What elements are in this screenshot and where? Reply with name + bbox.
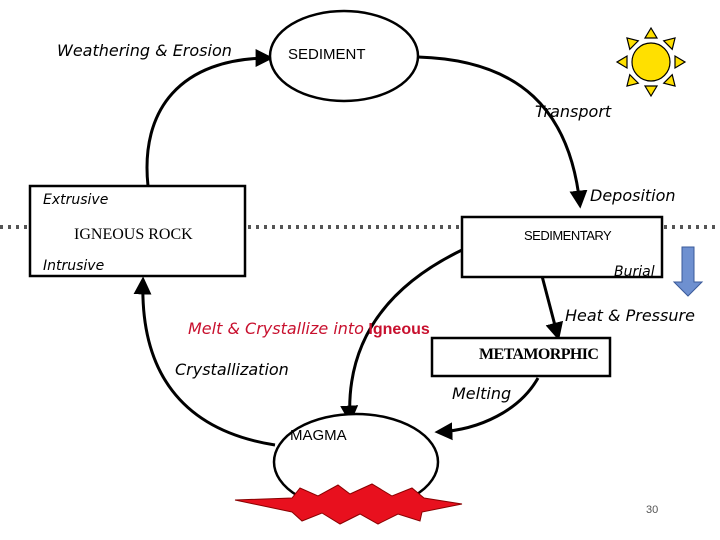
sun-icon: [615, 26, 687, 98]
sediment-node: [268, 9, 420, 103]
magma-label: MAGMA: [290, 427, 347, 444]
transport-label: Transport: [535, 102, 612, 121]
heat-pressure-label: Heat & Pressure: [565, 306, 695, 325]
fire-starburst-icon: [234, 483, 463, 525]
arrow-melting: [434, 377, 540, 441]
sediment-label: SEDIMENT: [288, 46, 366, 63]
melt-crystallize-label: Melt & Crystallize into Igneous: [188, 319, 430, 339]
crystallization-label: Crystallization: [175, 360, 289, 379]
melt-crystallize-text: Melt & Crystallize into: [188, 319, 364, 338]
deposition-label: Deposition: [590, 186, 676, 205]
arrow-crystallization: [133, 276, 276, 447]
sedimentary-label: SEDIMENTARY: [524, 228, 612, 243]
metamorphic-label: METAMORPHIC: [479, 346, 599, 363]
sedimentary-node: [460, 215, 664, 279]
melting-label: Melting: [452, 384, 512, 403]
burial-label: Burial: [614, 264, 655, 280]
down-arrow-icon: [672, 246, 704, 297]
arrow-weathering: [145, 49, 274, 187]
igneous-rock-label: IGNEOUS ROCK: [74, 226, 193, 243]
weathering-erosion-label: Weathering & Erosion: [57, 41, 232, 60]
extrusive-label: Extrusive: [43, 192, 109, 208]
metamorphic-node: [430, 336, 612, 378]
arrow-transport: [417, 55, 588, 209]
igneous-rock-node: [28, 184, 247, 278]
page-number: 30: [646, 504, 659, 516]
igneous-word: Igneous: [368, 321, 430, 338]
intrusive-label: Intrusive: [43, 258, 105, 274]
arrow-to-metamorphic: [540, 275, 564, 341]
arrow-sedimentary-to-magma: [340, 248, 463, 424]
